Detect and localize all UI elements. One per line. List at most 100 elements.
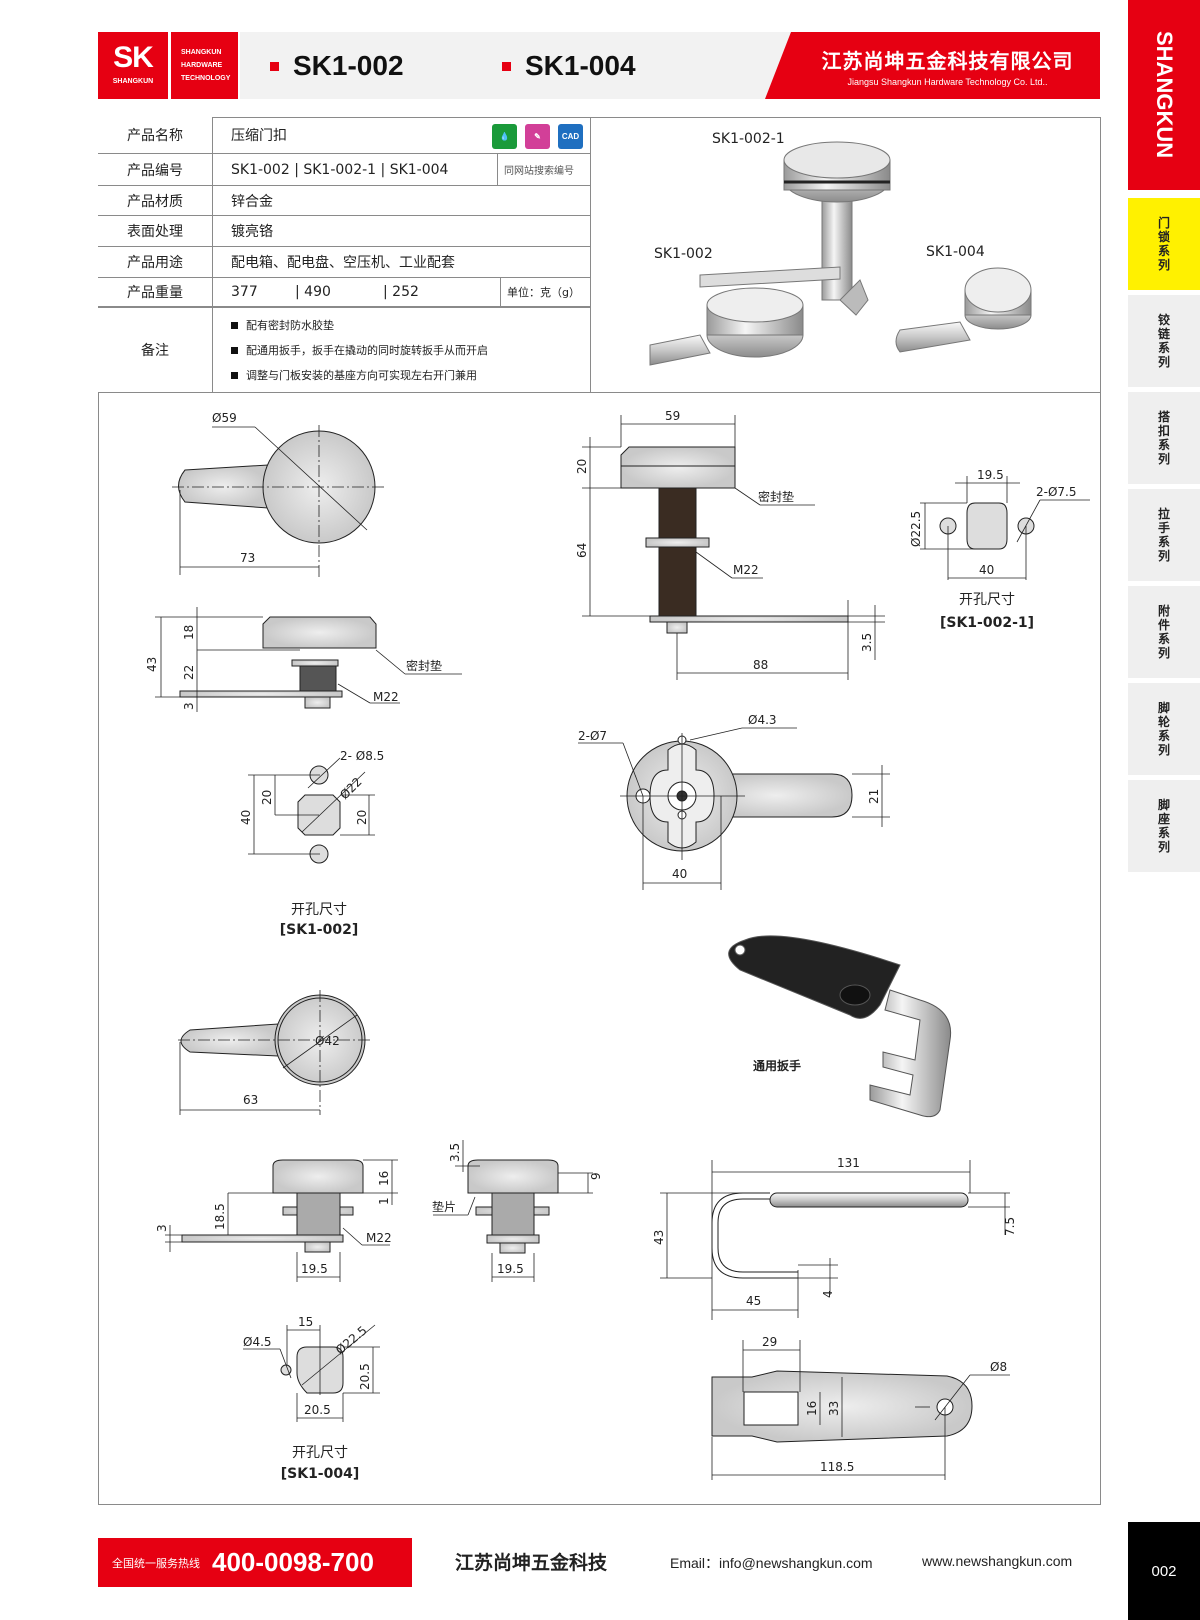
sidebar-tab-handle[interactable]: 拉手系列 bbox=[1128, 489, 1200, 581]
dim-label: 45 bbox=[746, 1294, 761, 1308]
photo-sk1-002-1 bbox=[783, 141, 891, 316]
dim-label: 16 bbox=[377, 1171, 391, 1186]
drawing-sk1-002-1-cutout bbox=[920, 476, 1090, 580]
dim-label: 18 bbox=[182, 625, 196, 640]
footer-email[interactable]: Email：info@newshangkun.com bbox=[670, 1555, 873, 1571]
note-item: 配有密封防水胶垫 bbox=[231, 313, 334, 338]
drawing-sk1-004-side2 bbox=[433, 1140, 593, 1282]
dim-label: 2-Ø7.5 bbox=[1036, 485, 1077, 499]
dim-label: 15 bbox=[298, 1315, 313, 1329]
dim-label: 3.5 bbox=[448, 1143, 462, 1162]
dim-label: 18.5 bbox=[213, 1203, 227, 1230]
dim-label: 40 bbox=[979, 563, 994, 577]
dim-label: 16 bbox=[805, 1401, 819, 1416]
dim-label: 43 bbox=[145, 657, 159, 672]
drawing-sk1-002-cutout bbox=[248, 757, 375, 864]
dim-label: 88 bbox=[753, 658, 768, 672]
spec-row-usage: 产品用途配电箱、配电盘、空压机、工业配套 bbox=[98, 247, 590, 278]
model-title: SK1-002 bbox=[270, 50, 404, 82]
hotline-number[interactable]: 400-0098-700 bbox=[212, 1547, 374, 1577]
dim-label: 22 bbox=[182, 665, 196, 680]
waterproof-icon: 💧 bbox=[492, 124, 517, 149]
spec-row-notes: 备注 配有密封防水胶垫 配通用扳手，扳手在撬动的同时旋转扳手从而开启 调整与门板… bbox=[98, 308, 590, 392]
drawing-sk1-004-cutout bbox=[243, 1324, 380, 1422]
divider bbox=[590, 117, 591, 392]
photo-label: SK1-002 bbox=[654, 246, 713, 262]
callout-label: 密封垫 bbox=[406, 658, 442, 673]
page-number: 002 bbox=[1128, 1522, 1200, 1620]
dim-label: 19.5 bbox=[497, 1262, 524, 1276]
caption: 开孔尺寸 bbox=[291, 902, 347, 918]
spec-row-surface: 表面处理镀亮铬 bbox=[98, 216, 590, 247]
dim-label: 1 bbox=[377, 1197, 391, 1205]
callout-label: M22 bbox=[366, 1231, 392, 1245]
dim-label: 3.5 bbox=[860, 633, 874, 652]
dim-label: Ø4.3 bbox=[748, 713, 777, 727]
dim-label: 64 bbox=[575, 543, 589, 558]
dim-label: 20 bbox=[260, 790, 274, 805]
sidebar-tab-hinge[interactable]: 铰链系列 bbox=[1128, 295, 1200, 387]
dim-label: 118.5 bbox=[820, 1460, 854, 1474]
cad-icon: CAD bbox=[558, 124, 583, 149]
footer-website[interactable]: www.newshangkun.com bbox=[922, 1553, 1073, 1569]
content-frame bbox=[98, 117, 1101, 1505]
caption-model: [SK1-004] bbox=[281, 1466, 360, 1482]
photo-label: SK1-002-1 bbox=[712, 131, 785, 147]
caption: 开孔尺寸 bbox=[959, 592, 1015, 608]
divider bbox=[98, 392, 1101, 393]
photo-sk1-004 bbox=[895, 267, 1032, 353]
dim-label: 3 bbox=[155, 1224, 169, 1232]
drawing-sk1-002-1-back bbox=[578, 727, 890, 890]
dim-label: 7.5 bbox=[1003, 1217, 1017, 1236]
drawing-sk1-002-top bbox=[172, 425, 385, 580]
dim-label: 43 bbox=[652, 1230, 666, 1245]
dim-label: 20.5 bbox=[304, 1403, 331, 1417]
spec-row-material: 产品材质锌合金 bbox=[98, 186, 590, 216]
note-item: 配通用扳手，扳手在撬动的同时旋转扳手从而开启 bbox=[231, 338, 488, 363]
callout-label: 垫片 bbox=[432, 1199, 456, 1214]
dim-label: 131 bbox=[837, 1156, 860, 1170]
sidebar-tab-accessory[interactable]: 附件系列 bbox=[1128, 586, 1200, 678]
dim-label: Ø22.5 bbox=[909, 511, 923, 547]
dim-label: 63 bbox=[243, 1093, 258, 1107]
dim-label: 2- Ø8.5 bbox=[340, 749, 384, 763]
photo-sk1-002 bbox=[649, 266, 841, 366]
caption: 开孔尺寸 bbox=[292, 1445, 348, 1461]
spec-row-name: 产品名称压缩门扣 bbox=[98, 117, 590, 154]
tool-icon: ✎ bbox=[525, 124, 550, 149]
drawing-sk1-002-1-side bbox=[582, 415, 885, 680]
dim-label: Ø42 bbox=[315, 1034, 340, 1048]
header-band bbox=[240, 32, 800, 99]
sidebar-tab-foot[interactable]: 脚座系列 bbox=[1128, 780, 1200, 872]
callout-label: 密封垫 bbox=[758, 489, 794, 504]
dim-label: 19.5 bbox=[301, 1262, 328, 1276]
dim-label: 4 bbox=[821, 1290, 835, 1298]
drawing-wrench-side bbox=[660, 1160, 1010, 1320]
dim-label: 59 bbox=[665, 409, 680, 423]
drawing-sk1-004-top bbox=[178, 990, 372, 1115]
sidebar-tab-hasp[interactable]: 搭扣系列 bbox=[1128, 392, 1200, 484]
note-item: 调整与门板安装的基座方向可实现左右开门兼用 bbox=[231, 363, 477, 388]
dim-label: 20 bbox=[355, 810, 369, 825]
dim-label: 20 bbox=[575, 459, 589, 474]
dim-label: 20.5 bbox=[358, 1363, 372, 1390]
sidebar-tab-door-lock[interactable]: 门锁系列 bbox=[1128, 198, 1200, 290]
sidebar-tab-caster[interactable]: 脚轮系列 bbox=[1128, 683, 1200, 775]
dim-label: Ø59 bbox=[212, 411, 237, 425]
dim-label: Ø8 bbox=[990, 1360, 1007, 1374]
dim-label: 9 bbox=[589, 1172, 603, 1180]
photo-label: SK1-004 bbox=[926, 244, 985, 260]
callout-label: M22 bbox=[373, 690, 399, 704]
dim-label: 40 bbox=[672, 867, 687, 881]
dim-label: Ø22.5 bbox=[333, 1323, 370, 1357]
photo-wrench bbox=[728, 935, 952, 1118]
drawing-sk1-002-side bbox=[155, 607, 462, 712]
caption-model: [SK1-002] bbox=[280, 922, 359, 938]
model-title: SK1-004 bbox=[502, 50, 636, 82]
